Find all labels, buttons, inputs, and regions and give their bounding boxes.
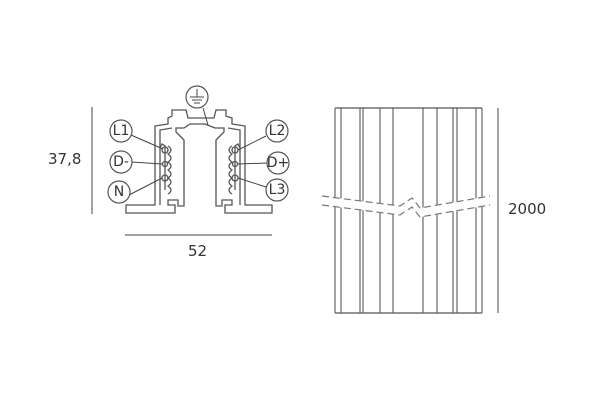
svg-text:L2: L2 [269,123,286,139]
svg-text:N: N [114,184,124,200]
leader-lines [128,107,268,196]
svg-text:L3: L3 [269,182,286,198]
label-l2: L2 [265,119,289,143]
svg-text:D-: D- [113,154,129,170]
label-earth [185,85,209,109]
break-line-bottom [321,204,491,218]
track-profile-section [125,109,273,214]
svg-text:D+: D+ [267,155,290,171]
length-dimension-label: 2000 [508,200,546,218]
break-line-top [321,195,491,209]
height-dimension-label: 37,8 [48,150,81,168]
contact-d-minus [161,160,169,168]
contact-l1 [161,146,169,154]
label-n: N [107,180,131,204]
label-l3: L3 [265,178,289,202]
contact-d-plus [231,160,239,168]
label-d-minus: D- [109,150,133,174]
track-side-view [321,107,491,314]
width-dimension-label: 52 [188,242,207,260]
svg-text:L1: L1 [113,123,130,139]
earth-icon [190,89,204,104]
label-l1: L1 [109,119,133,143]
label-d-plus: D+ [266,151,290,175]
